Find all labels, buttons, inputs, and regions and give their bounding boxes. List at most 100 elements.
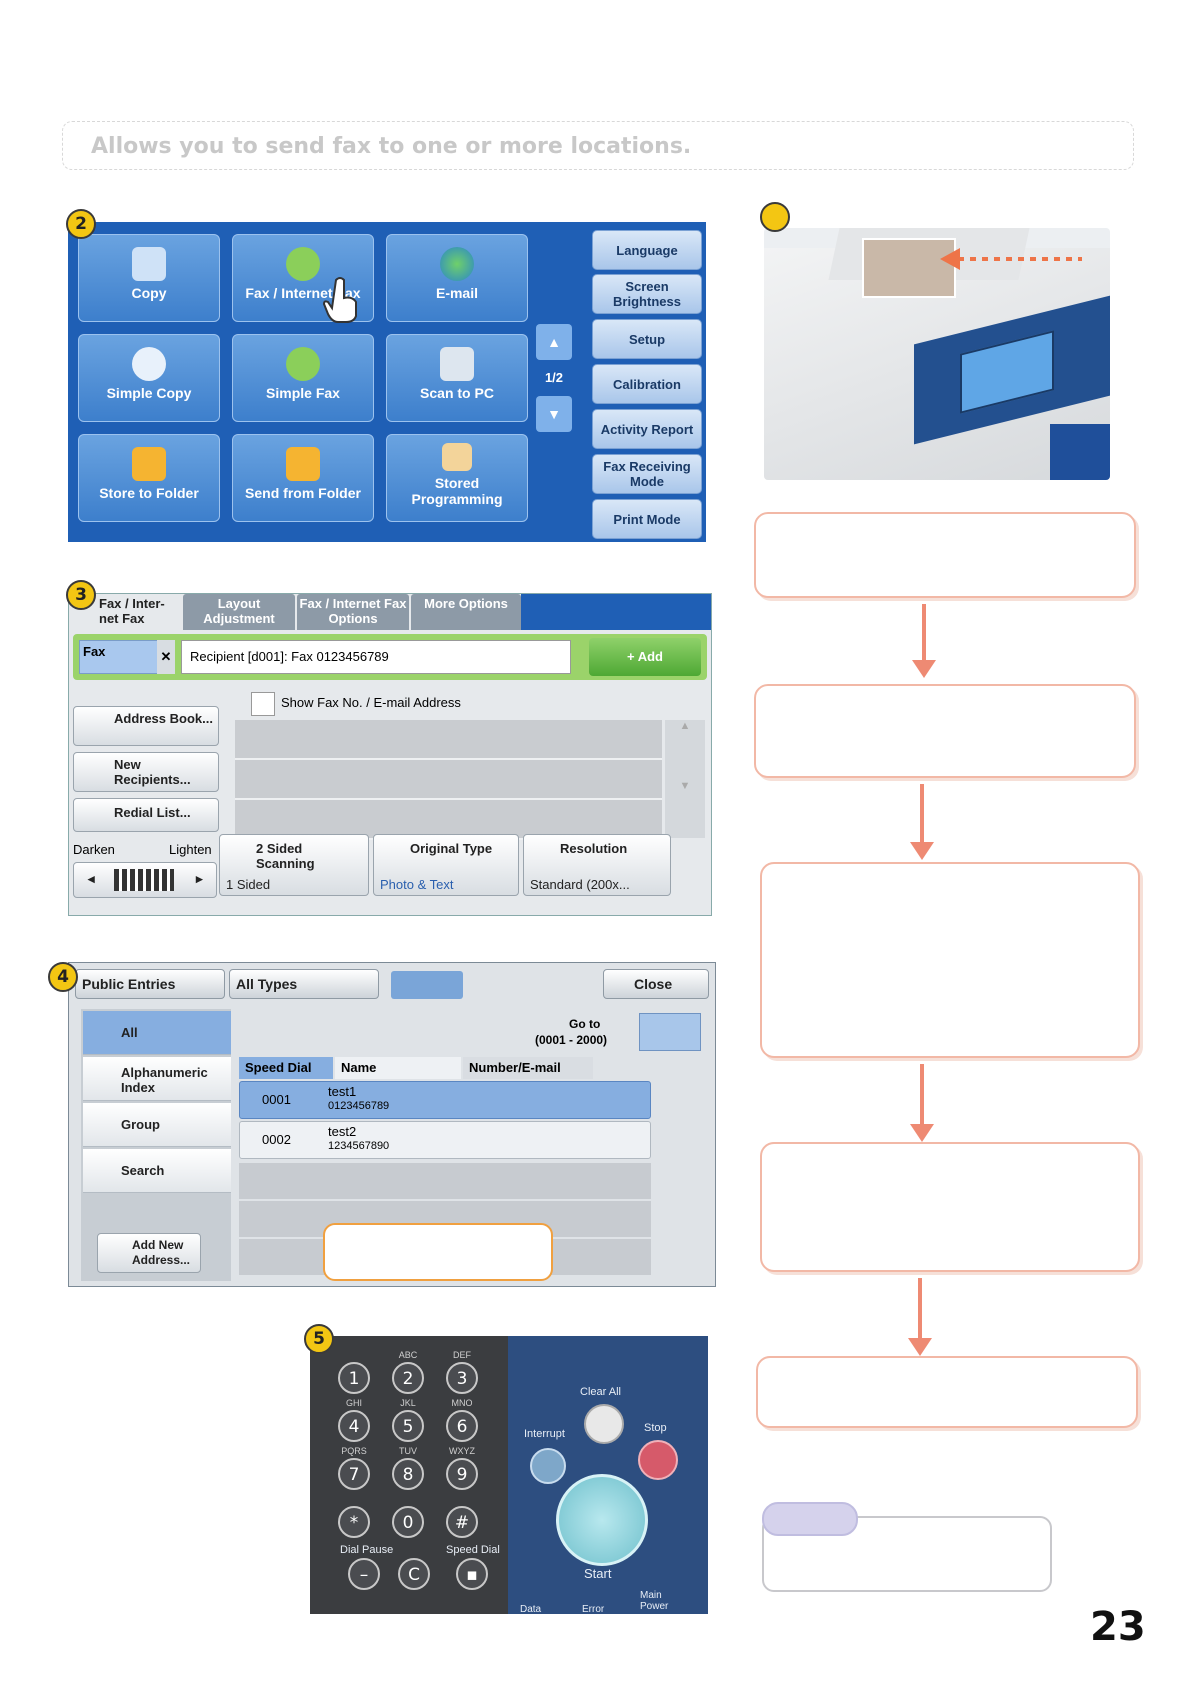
nav-group[interactable]: Group bbox=[83, 1103, 231, 1147]
tab-fax-internet-fax[interactable]: Fax / Inter-net Fax bbox=[69, 594, 181, 630]
key-3[interactable]: 3 bbox=[446, 1362, 478, 1394]
nav-alphanumeric-index[interactable]: Alphanumeric Index bbox=[83, 1057, 231, 1101]
start-button[interactable] bbox=[556, 1474, 648, 1566]
key-7[interactable]: 7 bbox=[338, 1458, 370, 1490]
col-name: Name bbox=[335, 1057, 461, 1079]
printer-photo bbox=[764, 228, 1110, 480]
col-speed-dial[interactable]: Speed Dial bbox=[239, 1057, 333, 1079]
key-9[interactable]: 9 bbox=[446, 1458, 478, 1490]
flow-arrow bbox=[922, 604, 926, 660]
close-button[interactable]: Close bbox=[603, 969, 709, 999]
redial-list-button[interactable]: Redial List... bbox=[73, 798, 219, 832]
key-hash[interactable]: # bbox=[446, 1506, 478, 1538]
arrow-indicator-icon bbox=[940, 248, 1082, 270]
clear-all-label: Clear All bbox=[580, 1386, 621, 1398]
key-0[interactable]: 0 bbox=[392, 1506, 424, 1538]
folder-icon bbox=[132, 447, 166, 481]
description-text: Allows you to send fax to one or more lo… bbox=[91, 134, 692, 159]
stored-programming-icon bbox=[442, 443, 472, 471]
activity-report-button[interactable]: Activity Report bbox=[592, 409, 702, 449]
flow-arrow-head bbox=[910, 1124, 934, 1142]
two-sided-scanning-option[interactable]: 2 Sided Scanning 1 Sided bbox=[219, 834, 369, 896]
hand-pointer-icon bbox=[322, 277, 357, 323]
address-book-screen: Public Entries All Types Close All Alpha… bbox=[68, 962, 716, 1287]
simple-copy-icon bbox=[132, 347, 166, 381]
key-5[interactable]: 5 bbox=[392, 1410, 424, 1442]
view-toggle[interactable] bbox=[391, 971, 463, 999]
nav-search[interactable]: Search bbox=[83, 1149, 231, 1193]
goto-range: (0001 - 2000) bbox=[535, 1033, 608, 1047]
key-letters: TUV bbox=[399, 1446, 417, 1456]
key-4[interactable]: 4 bbox=[338, 1410, 370, 1442]
screen-brightness-button[interactable]: Screen Brightness bbox=[592, 274, 702, 314]
fax-receiving-mode-button[interactable]: Fax Receiving Mode bbox=[592, 454, 702, 494]
add-button[interactable]: + Add bbox=[589, 638, 701, 676]
lighten-arrow-icon[interactable]: ▸ bbox=[196, 871, 203, 886]
flow-step-box bbox=[756, 1356, 1138, 1428]
show-fax-checkbox[interactable] bbox=[251, 692, 275, 716]
tab-more-options[interactable]: More Options bbox=[411, 594, 521, 630]
original-type-option[interactable]: Original Type Photo & Text bbox=[373, 834, 519, 896]
interrupt-button[interactable] bbox=[530, 1448, 566, 1484]
add-new-address-button[interactable]: Add New Address... bbox=[97, 1233, 201, 1273]
tile-store-to-folder[interactable]: Store to Folder bbox=[78, 434, 220, 522]
recipient-field[interactable]: Recipient [d001]: Fax 0123456789 bbox=[181, 640, 571, 674]
density-scale bbox=[114, 869, 174, 891]
key-8[interactable]: 8 bbox=[392, 1458, 424, 1490]
tile-fax-internet-fax[interactable]: Fax / Internet Fax bbox=[232, 234, 374, 322]
fax-icon bbox=[286, 247, 320, 281]
step-badge-4: 4 bbox=[48, 962, 78, 992]
send-folder-icon bbox=[286, 447, 320, 481]
flow-step-box bbox=[754, 512, 1136, 598]
goto-label: Go to bbox=[569, 1017, 601, 1031]
page-indicator: 1/2 bbox=[544, 370, 564, 385]
recipient-list-row bbox=[235, 720, 662, 760]
table-row[interactable]: 0002 test2 1234567890 bbox=[239, 1121, 651, 1159]
main-power-label: Main Power bbox=[640, 1590, 669, 1612]
dial-pause-button[interactable]: – bbox=[348, 1558, 380, 1590]
tile-simple-fax[interactable]: Simple Fax bbox=[232, 334, 374, 422]
tile-copy[interactable]: Copy bbox=[78, 234, 220, 322]
col-number-email: Number/E-mail bbox=[463, 1057, 593, 1079]
language-button[interactable]: Language bbox=[592, 230, 702, 270]
print-mode-button[interactable]: Print Mode bbox=[592, 499, 702, 539]
stop-button[interactable] bbox=[638, 1440, 678, 1480]
key-6[interactable]: 6 bbox=[446, 1410, 478, 1442]
tile-email[interactable]: E-mail bbox=[386, 234, 528, 322]
show-fax-label: Show Fax No. / E-mail Address bbox=[281, 695, 461, 710]
public-entries-dropdown[interactable]: Public Entries bbox=[75, 969, 225, 999]
fax-label-box: Fax bbox=[79, 640, 169, 674]
goto-field[interactable] bbox=[639, 1013, 701, 1051]
document-on-feeder bbox=[862, 238, 956, 298]
tab-layout-adjustment[interactable]: Layout Adjustment bbox=[183, 594, 295, 630]
new-recipients-button[interactable]: New Recipients... bbox=[73, 752, 219, 792]
speed-dial-label: Speed Dial bbox=[446, 1544, 500, 1556]
clear-all-button[interactable] bbox=[584, 1404, 624, 1444]
darken-arrow-icon[interactable]: ◂ bbox=[88, 871, 95, 886]
tab-fax-options[interactable]: Fax / Internet Fax Options bbox=[297, 594, 409, 630]
remove-recipient-icon[interactable]: ✕ bbox=[157, 640, 175, 674]
setup-button[interactable]: Setup bbox=[592, 319, 702, 359]
printer-side-panel bbox=[1050, 424, 1110, 480]
tile-simple-copy[interactable]: Simple Copy bbox=[78, 334, 220, 422]
tile-send-from-folder[interactable]: Send from Folder bbox=[232, 434, 374, 522]
resolution-option[interactable]: Resolution Standard (200x... bbox=[523, 834, 671, 896]
all-types-dropdown[interactable]: All Types bbox=[229, 969, 379, 999]
key-star[interactable]: * bbox=[338, 1506, 370, 1538]
key-letters: JKL bbox=[400, 1398, 416, 1408]
page-up-button[interactable]: ▲ bbox=[536, 324, 572, 360]
table-row[interactable]: 0001 test1 0123456789 bbox=[239, 1081, 651, 1119]
tile-scan-to-pc[interactable]: Scan to PC bbox=[386, 334, 528, 422]
clear-button[interactable]: C bbox=[398, 1558, 430, 1590]
calibration-button[interactable]: Calibration bbox=[592, 364, 702, 404]
key-1[interactable]: 1 bbox=[338, 1362, 370, 1394]
tile-stored-programming[interactable]: Stored Programming bbox=[386, 434, 528, 522]
address-book-button[interactable]: Address Book... bbox=[73, 706, 219, 746]
page-down-button[interactable]: ▼ bbox=[536, 396, 572, 432]
key-2[interactable]: 2 bbox=[392, 1362, 424, 1394]
list-scrollbar[interactable]: ▲▼ bbox=[665, 720, 705, 838]
speed-dial-button[interactable]: ▪ bbox=[456, 1558, 488, 1590]
density-slider[interactable]: ◂ ▸ bbox=[73, 862, 217, 898]
step-badge-5: 5 bbox=[304, 1324, 334, 1354]
nav-all[interactable]: All bbox=[83, 1011, 231, 1055]
